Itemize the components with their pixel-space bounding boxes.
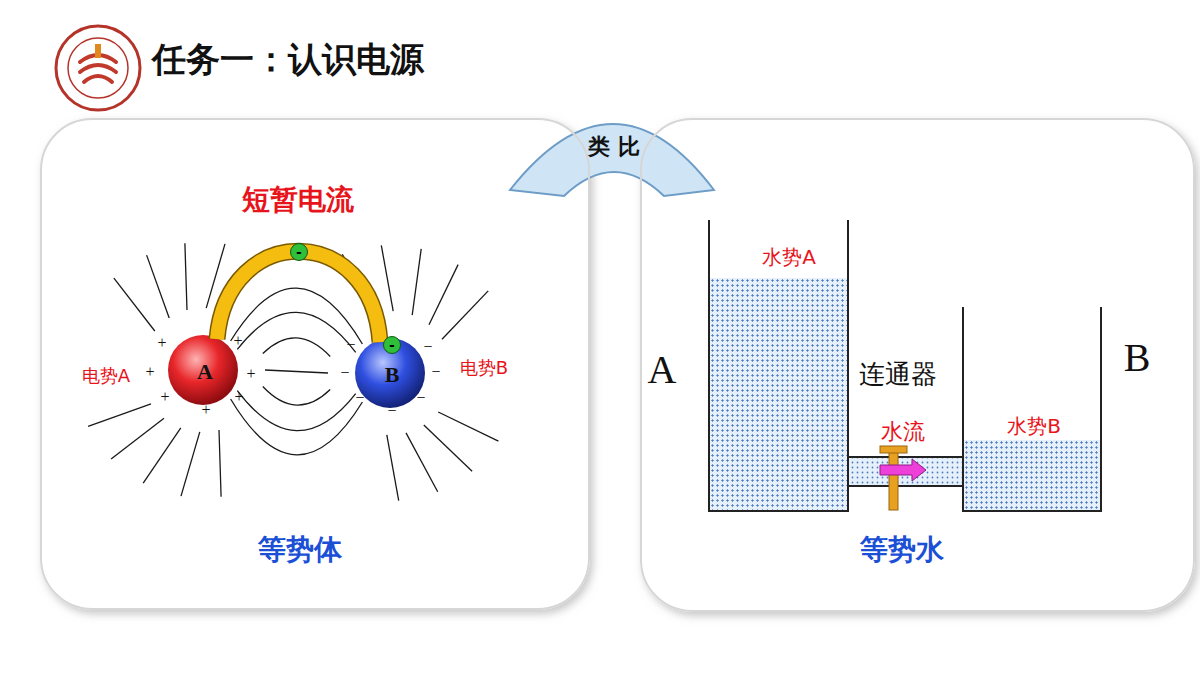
field-line — [412, 249, 421, 315]
field-line — [231, 288, 363, 344]
text-label: − — [387, 402, 396, 420]
field-lines — [88, 243, 498, 500]
tank-b: 水势B — [962, 307, 1102, 512]
electron: - — [383, 336, 401, 354]
text-label: + — [145, 363, 154, 381]
node-text: 等势水 — [860, 534, 944, 566]
pipe-wall — [848, 485, 963, 487]
field-line — [424, 425, 472, 471]
water-fill — [710, 278, 847, 510]
node-text: 水势B — [1007, 415, 1061, 438]
connector — [847, 457, 964, 486]
text-label: − — [340, 364, 349, 382]
logo-ring — [56, 26, 140, 110]
text-label: + — [160, 388, 169, 406]
analogy-band: 类 比 — [514, 112, 714, 196]
pipe-wall — [848, 456, 963, 458]
flow-arrow — [880, 459, 926, 481]
node-text: 水势A — [762, 246, 816, 269]
field-line — [237, 312, 355, 352]
text-label: − — [416, 389, 425, 407]
text-label: 水流 — [879, 419, 927, 444]
valve-stem — [889, 452, 898, 510]
analogy-arch — [510, 124, 714, 196]
conductor-outline — [217, 251, 380, 342]
slide-title: 任务一：认识电源 — [152, 40, 424, 79]
panel-ground — [40, 118, 590, 610]
field-line — [111, 418, 164, 459]
field-line — [387, 435, 399, 501]
field-line — [185, 243, 187, 310]
text-label: A — [648, 347, 677, 393]
field-line — [114, 278, 155, 331]
logo-ring — [68, 38, 128, 98]
field-line — [429, 265, 458, 325]
field-line — [219, 430, 221, 497]
text-label: − — [431, 363, 440, 381]
sphere-a: A — [170, 337, 240, 407]
node-text: 等势体 — [258, 534, 342, 566]
tank-a: 水势A — [708, 220, 849, 512]
node-text: 类 比 — [588, 134, 640, 159]
field-line — [406, 433, 438, 492]
field-line — [237, 391, 355, 431]
conductor-arc — [217, 251, 380, 342]
text-label: 电势A — [80, 366, 132, 387]
field-line — [231, 399, 363, 455]
field-line — [181, 432, 200, 496]
node-text: B — [385, 362, 400, 387]
field-line — [88, 404, 151, 427]
logo-mark — [95, 44, 101, 58]
field-line — [442, 291, 488, 339]
text-label: + — [234, 388, 243, 406]
logo-mark — [80, 55, 116, 82]
text-label: 连通器 — [859, 360, 937, 390]
sphere-a-body — [168, 335, 238, 405]
field-line — [438, 412, 498, 441]
water-fill — [964, 440, 1100, 510]
node-text: A — [197, 359, 213, 384]
text-label: + — [233, 332, 242, 350]
panel-ground — [640, 118, 1195, 612]
text-label: 电势B — [458, 358, 510, 379]
text-label: + — [201, 401, 210, 419]
pipe-water — [847, 457, 964, 486]
text-label: − — [423, 338, 432, 356]
field-line — [143, 428, 181, 483]
field-line — [147, 255, 170, 318]
field-line — [263, 338, 330, 357]
valve-cap — [880, 446, 907, 453]
text-label: − — [355, 389, 364, 407]
field-line — [265, 370, 328, 373]
text-label: B — [1124, 335, 1151, 381]
text-label: + — [157, 334, 166, 352]
school-logo — [56, 26, 140, 110]
electron: - — [290, 243, 308, 261]
field-line — [263, 387, 330, 406]
node-text: - — [296, 244, 302, 260]
field-line — [381, 245, 393, 311]
text-label: + — [246, 365, 255, 383]
text-label: − — [346, 336, 355, 354]
node-text: - — [389, 337, 395, 353]
node-text: 短暂电流 — [242, 184, 354, 216]
connector — [217, 251, 380, 342]
